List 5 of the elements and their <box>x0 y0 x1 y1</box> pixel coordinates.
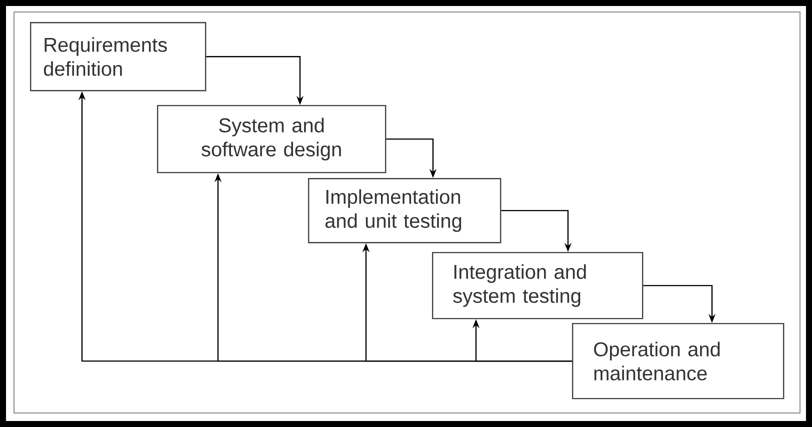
process-box: Implementation and unit testing <box>308 178 502 244</box>
process-box: Operation and maintenance <box>572 322 784 400</box>
process-box: System and software design <box>157 104 386 174</box>
process-box: Requirements definition <box>30 22 206 92</box>
process-box: Integration and system testing <box>432 252 644 320</box>
